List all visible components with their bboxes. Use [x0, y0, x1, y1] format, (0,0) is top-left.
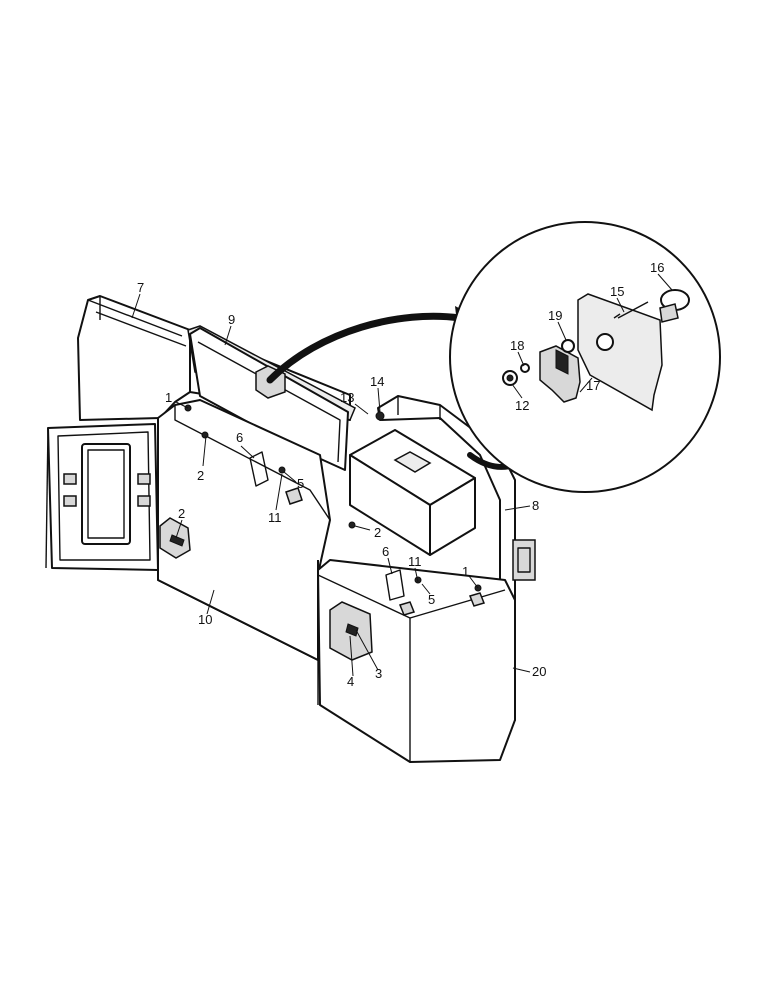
callout-10: 10 [198, 612, 212, 627]
callout-1: 1 [165, 390, 172, 405]
detail-circle [449, 221, 721, 493]
callout-5: 5 [297, 476, 304, 491]
callout-17: 17 [586, 378, 600, 393]
callout-2: 2 [178, 506, 185, 521]
callout-11: 11 [268, 510, 282, 525]
callout-7: 7 [137, 280, 144, 295]
callout-9: 9 [228, 312, 235, 327]
callout-12: 12 [515, 398, 529, 413]
open-door [45, 423, 159, 571]
callout-18: 18 [510, 338, 524, 353]
left-tool-box [157, 399, 331, 661]
callout-2: 2 [197, 468, 204, 483]
callout-1: 1 [462, 564, 469, 579]
callout-20: 20 [532, 664, 546, 679]
callout-14: 14 [370, 374, 384, 389]
electrical-box [349, 429, 476, 556]
callout-2: 2 [374, 525, 381, 540]
callout-6: 6 [236, 430, 243, 445]
callout-6: 6 [382, 544, 389, 559]
callout-16: 16 [650, 260, 664, 275]
leader-lines [131, 273, 673, 677]
callout-4: 4 [347, 674, 354, 689]
callout-8: 8 [532, 498, 539, 513]
callout-19: 19 [548, 308, 562, 323]
callout-11: 11 [408, 554, 422, 569]
callout-labels: 7 9 13 14 1 2 6 5 11 2 2 10 6 11 5 1 8 4… [137, 260, 664, 689]
callout-5: 5 [428, 592, 435, 607]
callout-15: 15 [610, 284, 624, 299]
callout-13: 13 [340, 390, 354, 405]
callout-3: 3 [375, 666, 382, 681]
hardware [184, 404, 486, 616]
right-tool-box [317, 559, 516, 763]
